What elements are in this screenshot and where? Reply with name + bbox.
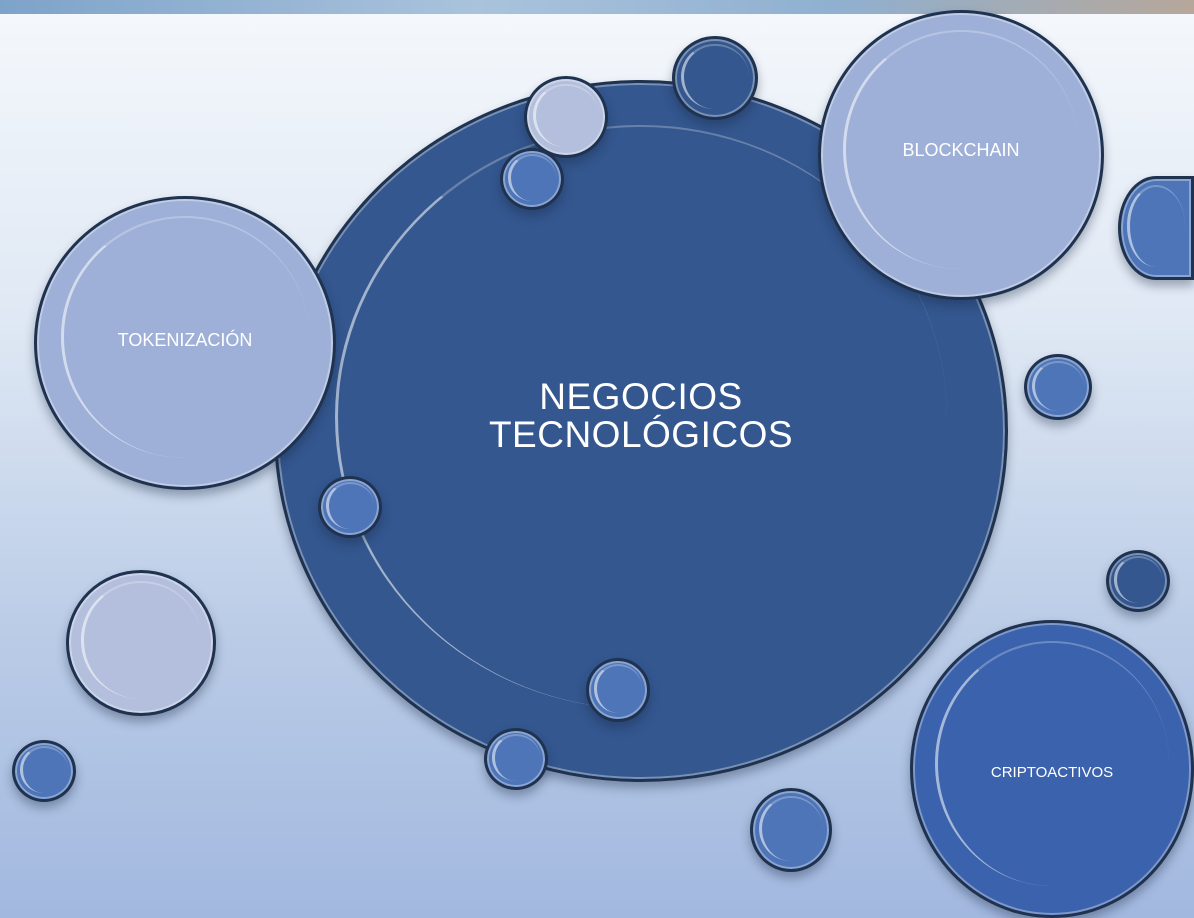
decor-bubble [750, 788, 832, 872]
decor-bubble [318, 476, 382, 538]
blockchain-label: BLOCKCHAIN [902, 139, 1020, 160]
tokenizacion-label: TOKENIZACIÓN [117, 329, 253, 350]
tokenizacion-node: TOKENIZACIÓN [34, 196, 336, 490]
decor-bubble [1118, 176, 1194, 280]
decor-bubble [1024, 354, 1092, 420]
criptoactivos-label: CRIPTOACTIVOS [990, 763, 1114, 781]
decor-bubble [12, 740, 76, 802]
center-label: NEGOCIOS TECNOLÓGICOS [488, 376, 794, 455]
criptoactivos-node: CRIPTOACTIVOS [910, 620, 1194, 918]
decor-bubble [524, 76, 608, 158]
top-band [0, 0, 1194, 14]
decor-bubble [500, 148, 564, 210]
decor-bubble [1106, 550, 1170, 612]
decor-bubble [586, 658, 650, 722]
decor-bubble [484, 728, 548, 790]
decor-bubble [66, 570, 216, 716]
decor-bubble [672, 36, 758, 120]
blockchain-node: BLOCKCHAIN [818, 10, 1104, 300]
